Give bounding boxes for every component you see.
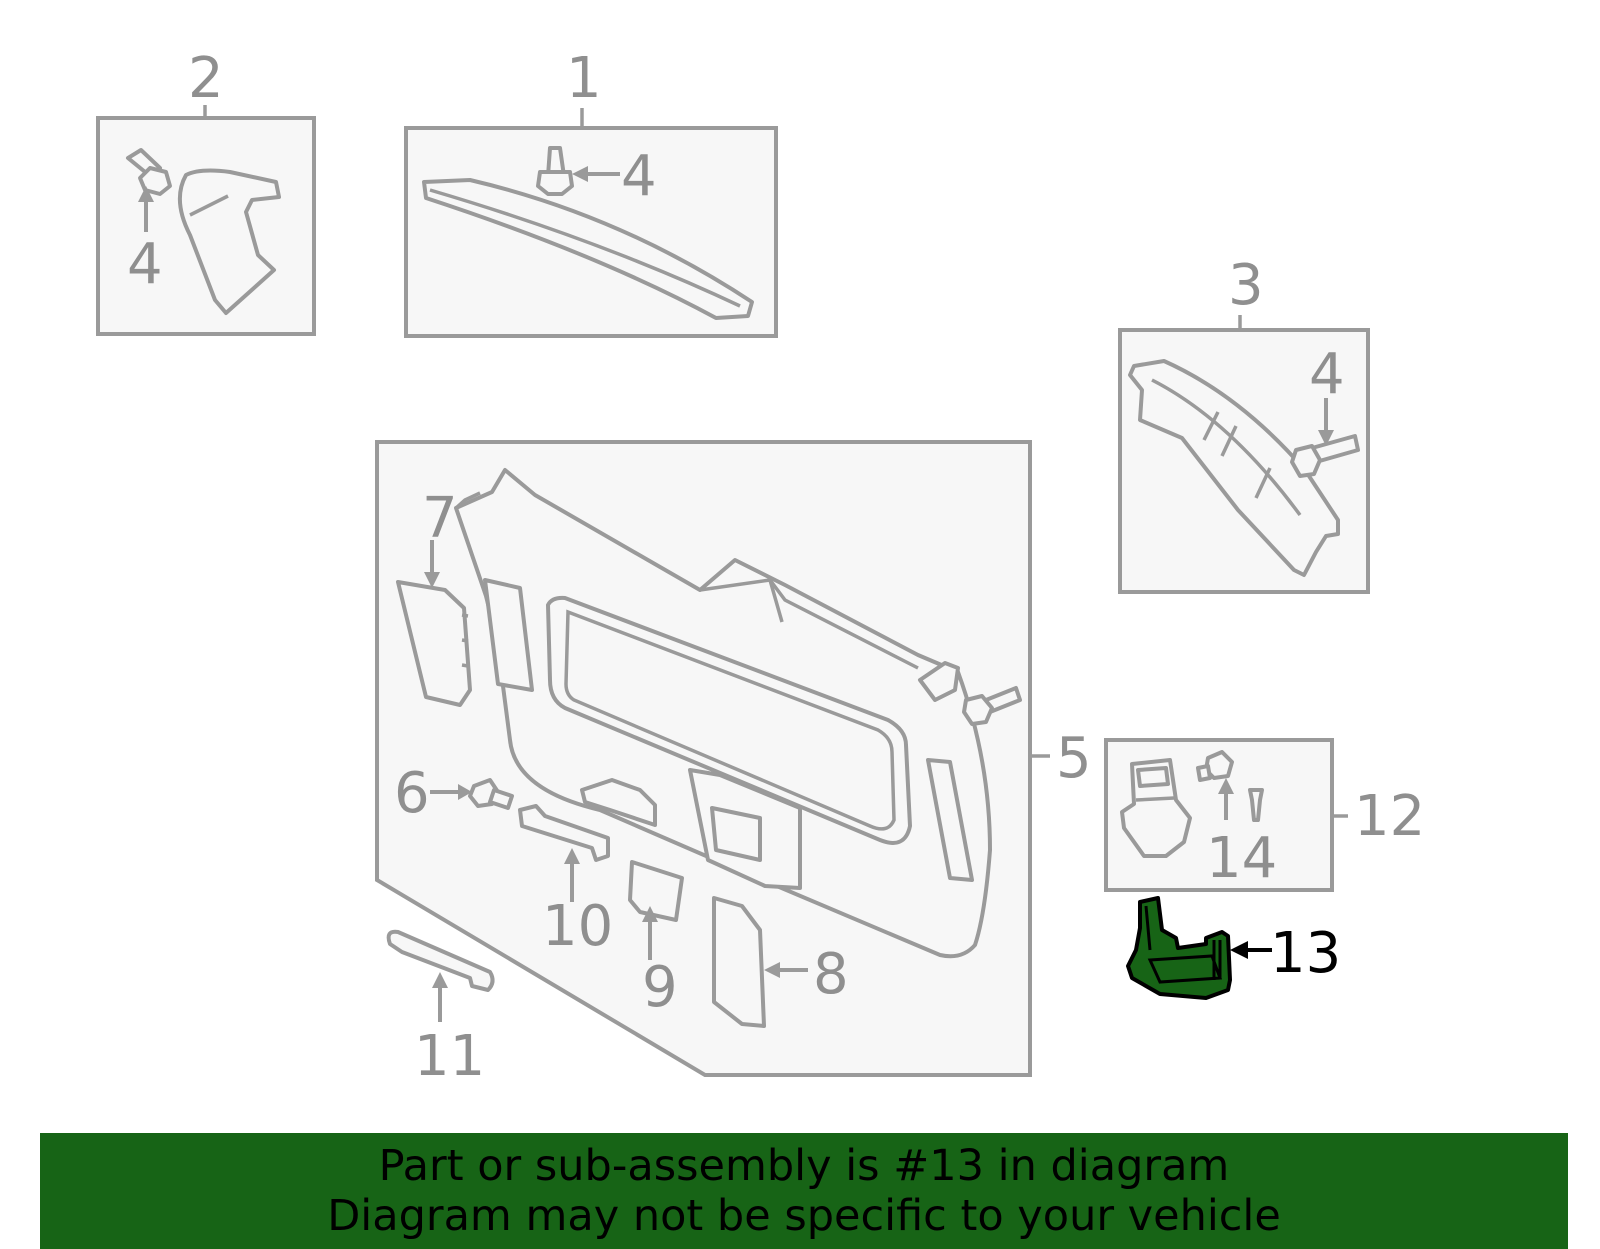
callout-8: 8 — [813, 942, 849, 1007]
clip-icon — [1196, 750, 1234, 782]
callout-5: 5 — [1056, 726, 1092, 791]
callout-4-a: 4 — [127, 232, 163, 297]
part-13-bracket — [1126, 896, 1232, 1000]
callout-9: 9 — [642, 955, 678, 1020]
callout-2: 2 — [188, 46, 224, 111]
callout-1: 1 — [566, 46, 602, 111]
part-8-cover — [712, 896, 766, 1028]
part-10-bracket — [518, 804, 610, 862]
part-3-group: 3 4 — [1118, 253, 1370, 594]
bolt-icon — [962, 686, 1022, 726]
info-banner: Part or sub-assembly is #13 in diagram D… — [40, 1133, 1568, 1249]
part-1-group: 1 4 — [404, 46, 778, 338]
part-9-cover — [628, 860, 684, 922]
callout-10: 10 — [542, 894, 613, 959]
callout-4-b: 4 — [621, 144, 657, 209]
banner-line-1: Part or sub-assembly is #13 in diagram — [378, 1141, 1230, 1191]
part-12-group: 12 14 — [1104, 738, 1425, 892]
part-11-handle — [386, 929, 495, 992]
part-5-group: 5 6 7 8 9 10 11 — [375, 440, 1092, 1089]
clip-icon — [536, 146, 574, 196]
pillar-trim-part-3 — [1128, 359, 1340, 577]
bolt-icon — [1290, 434, 1360, 478]
callout-13: 13 — [1270, 921, 1341, 986]
bolt-icon — [468, 778, 514, 810]
callout-4-c: 4 — [1309, 342, 1345, 407]
part-13-highlighted: 13 — [1126, 896, 1341, 1000]
callout-11: 11 — [414, 1024, 485, 1089]
callout-14: 14 — [1206, 826, 1277, 891]
callout-12: 12 — [1354, 784, 1425, 849]
banner-line-2: Diagram may not be specific to your vehi… — [327, 1191, 1281, 1241]
part-2-group: 2 4 — [96, 46, 316, 336]
callout-3: 3 — [1228, 253, 1264, 318]
part-7-cover — [396, 580, 472, 707]
callout-7: 7 — [422, 486, 458, 551]
callout-6: 6 — [394, 761, 430, 826]
